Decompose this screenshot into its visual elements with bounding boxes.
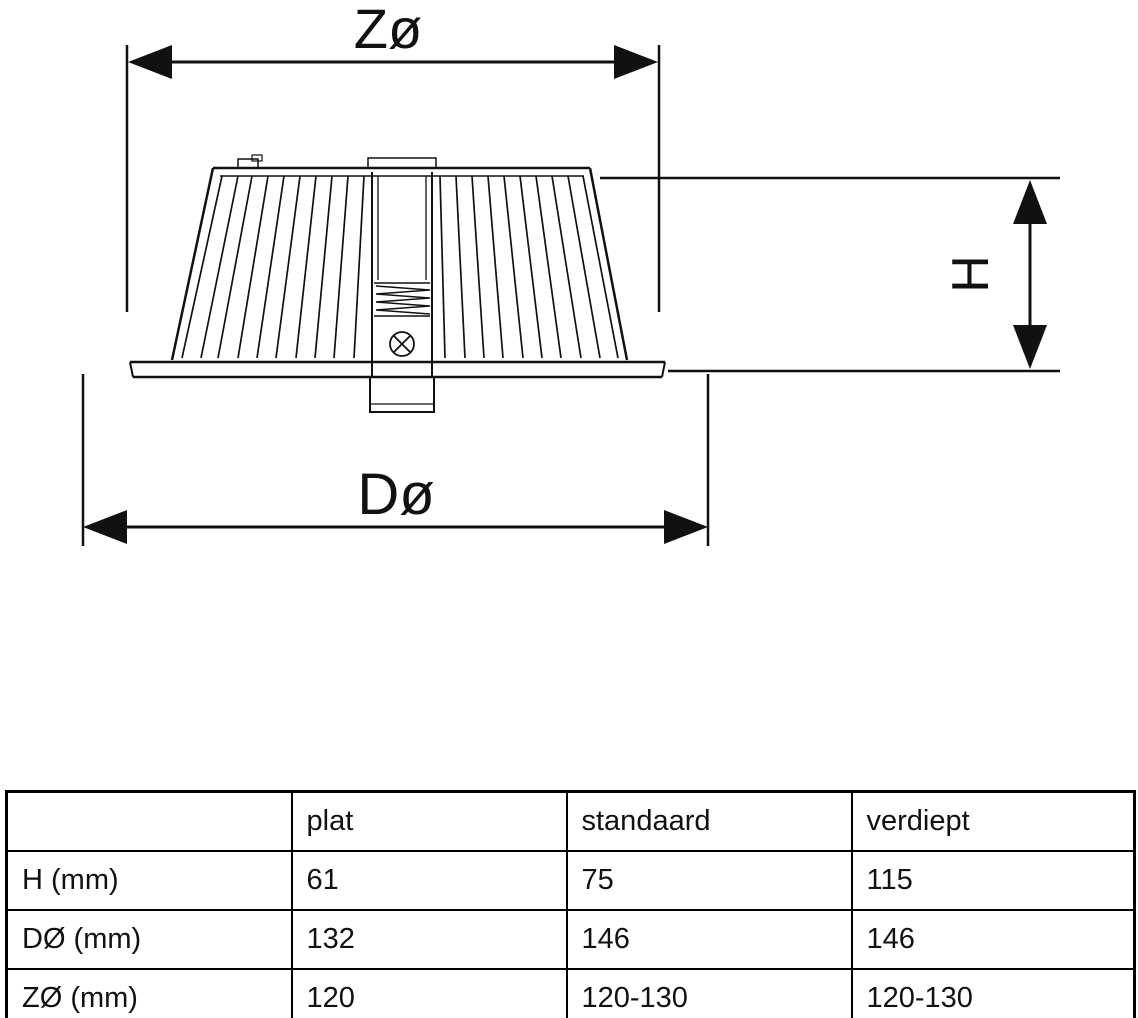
cell-h-standaard: 75 xyxy=(565,850,853,911)
do-dimension: Dø xyxy=(81,374,710,546)
table-header-row: plat standaard verdiept xyxy=(5,790,1136,852)
table-row-do: DØ (mm) 132 146 146 xyxy=(5,909,1136,970)
zo-dimension-label: Zø xyxy=(354,0,422,60)
header-cell-standaard: standaard xyxy=(565,790,853,852)
bracket-foot xyxy=(369,376,435,413)
arrow-right-icon xyxy=(614,45,658,79)
cell-do-plat: 132 xyxy=(290,909,568,970)
table-row-h: H (mm) 61 75 115 xyxy=(5,850,1136,911)
mounting-bracket xyxy=(369,172,435,413)
h-dimension-label: H xyxy=(942,255,1000,293)
arrow-up-icon xyxy=(1013,180,1047,224)
dimension-spec-table: plat standaard verdiept H (mm) 61 75 115… xyxy=(5,790,1136,1018)
cell-zo-standaard: 120-130 xyxy=(565,968,853,1018)
arrow-right-icon xyxy=(664,510,708,544)
cell-h-verdiept: 115 xyxy=(850,850,1136,911)
arrow-down-icon xyxy=(1013,325,1047,369)
cell-do-standaard: 146 xyxy=(565,909,853,970)
downlight-dimension-drawing: Zø xyxy=(81,0,1060,546)
heatsink-fins xyxy=(181,175,619,359)
cell-do-verdiept: 146 xyxy=(850,909,1136,970)
arrow-left-icon xyxy=(128,45,172,79)
spring-clip xyxy=(374,282,431,317)
heatsink-outline xyxy=(170,167,629,361)
header-cell-verdiept: verdiept xyxy=(850,790,1136,852)
header-cell-plat: plat xyxy=(290,790,568,852)
cell-zo-verdiept: 120-130 xyxy=(850,968,1136,1018)
cell-zo-plat: 120 xyxy=(290,968,568,1018)
row-label-h: H (mm) xyxy=(5,850,293,911)
table-row-zo: ZØ (mm) 120 120-130 120-130 xyxy=(5,968,1136,1018)
row-label-do: DØ (mm) xyxy=(5,909,293,970)
screw-icon xyxy=(389,331,415,357)
arrow-left-icon xyxy=(83,510,127,544)
downlight-fixture xyxy=(129,154,666,413)
top-cap xyxy=(213,154,590,177)
row-label-zo: ZØ (mm) xyxy=(5,968,293,1018)
do-dimension-label: Dø xyxy=(357,462,434,527)
h-dimension: H xyxy=(600,176,1060,373)
trim-flange xyxy=(129,360,666,379)
header-cell-empty xyxy=(5,790,293,852)
cell-h-plat: 61 xyxy=(290,850,568,911)
zo-dimension: Zø xyxy=(125,0,661,312)
